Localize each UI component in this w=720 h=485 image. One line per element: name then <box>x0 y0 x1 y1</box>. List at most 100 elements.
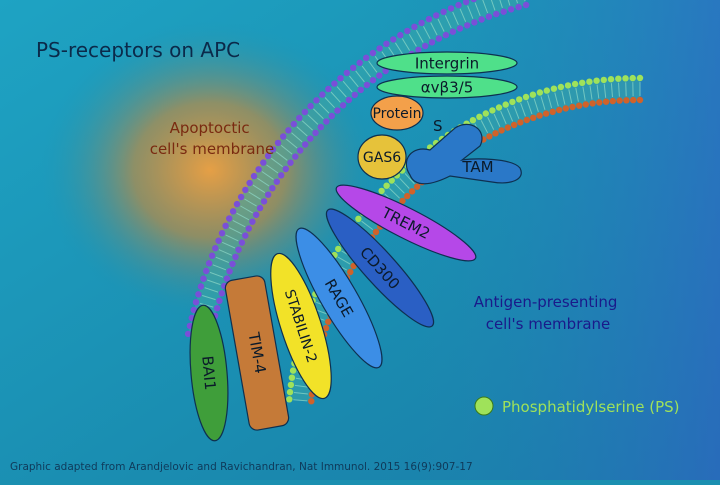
apoptotic-membrane-head-inner <box>589 100 596 107</box>
apc-membrane-head-outer <box>319 91 326 98</box>
apc-membrane-head-outer <box>280 133 287 140</box>
apoptotic-membrane-head-outer <box>607 76 615 83</box>
apc-membrane-head-outer <box>363 54 370 61</box>
apc-membrane-head-outer <box>418 19 425 27</box>
apc-membrane-head-outer <box>190 306 197 314</box>
apoptotic-membrane-head-outer <box>286 388 294 396</box>
apc-membrane-head-inner <box>307 135 314 142</box>
apoptotic-membrane-head-outer <box>469 117 477 124</box>
apc-membrane-head-inner <box>415 46 422 54</box>
page-title: PS-receptors on APC <box>36 38 240 62</box>
apc-membrane-head-outer <box>313 97 320 104</box>
rage-receptor-shape <box>295 227 383 369</box>
gas6-ligand-label: GAS6 <box>363 150 401 166</box>
bai1-receptor-shape <box>189 304 229 442</box>
apoptotic-membrane-head-outer <box>529 91 537 98</box>
protein-s-ligand: Protein <box>370 95 424 131</box>
apc-membrane-head-inner <box>500 8 507 15</box>
stabilin2-receptor-shape <box>270 252 332 400</box>
apc-membrane-head-outer <box>184 330 192 338</box>
apoptotic-membrane-head-inner <box>325 318 332 325</box>
apoptotic-membrane-head-inner <box>408 188 416 195</box>
apc-membrane-head-outer <box>350 64 357 72</box>
apc-membrane-head-outer <box>269 146 277 153</box>
ps-legend-label: Phosphatidylserine (PS) <box>502 398 680 416</box>
apoptotic-membrane-head-outer <box>629 74 636 82</box>
apc-membrane-head-inner <box>345 96 353 104</box>
apc-membrane-head-inner <box>328 112 335 120</box>
apoptotic-membrane-head-inner <box>510 121 518 129</box>
apc-membrane-head-inner <box>422 42 429 50</box>
apoptotic-membrane-head-inner <box>602 98 610 105</box>
apoptotic-membrane-head-outer <box>622 75 629 82</box>
apc-membrane-head-outer <box>233 200 241 208</box>
apc-membrane-head-inner <box>253 211 260 218</box>
apoptotic-membrane-head-outer <box>600 76 607 84</box>
apc-membrane-head-outer <box>197 283 205 290</box>
apc-membrane-head-inner <box>226 268 233 275</box>
apoptotic-membrane-head-inner <box>413 183 421 190</box>
intergrin-receptor-label: Intergrin <box>415 54 479 72</box>
apc-membrane-head-outer <box>331 80 338 87</box>
apc-membrane-head-outer <box>425 15 433 23</box>
apoptotic-membrane-head-outer <box>489 107 496 114</box>
apoptotic-membrane-head-outer <box>550 85 558 92</box>
apc-membrane-head-outer <box>203 267 210 275</box>
apc-membrane-head-outer <box>274 139 282 147</box>
avb-receptor-label: αvβ3/5 <box>421 78 473 96</box>
rage-receptor: RAGE <box>295 227 383 369</box>
protein-s-ligand-label: Protein <box>372 106 421 122</box>
tam-receptor-shape <box>405 123 522 185</box>
apc-membrane-head-inner <box>278 172 285 179</box>
apc-membrane-head-inner <box>214 305 221 312</box>
apoptotic-membrane-head-inner <box>492 130 499 137</box>
apc-membrane-head-inner <box>297 147 304 154</box>
legend: Phosphatidylserine (PS) <box>474 396 680 416</box>
apc-membrane-head-inner <box>312 129 319 136</box>
apc-membrane-head-outer <box>205 260 213 267</box>
apc-membrane-head-outer <box>462 0 470 6</box>
apoptotic-membrane-head-inner <box>523 116 530 124</box>
apc-membrane-head-outer <box>307 102 314 110</box>
apc-membrane-head-inner <box>515 3 522 11</box>
apc-membrane-head-inner <box>223 275 231 282</box>
apc-membrane-head-inner <box>216 297 223 304</box>
apc-membrane-head-outer <box>470 0 477 3</box>
apoptotic-membrane-label: Apoptoctic cell's membrane <box>150 119 275 158</box>
apc-membrane-head-outer <box>229 208 237 215</box>
apoptotic-membrane-head-inner <box>569 103 576 111</box>
apc-membrane-head-outer <box>397 31 404 39</box>
apc-membrane-head-inner <box>369 77 377 84</box>
apc-membrane-head-inner <box>238 239 246 246</box>
bai1-receptor: BAI1 <box>189 304 229 442</box>
apoptotic-membrane-head-outer <box>516 96 523 103</box>
apc-membrane-lipid-tails <box>191 0 526 339</box>
apc-membrane-head-inner <box>260 198 268 205</box>
avb-receptor: αvβ3/5 <box>376 75 518 99</box>
apoptotic-membrane-head-inner <box>404 192 411 200</box>
apc-membrane-head-outer <box>200 275 207 282</box>
apoptotic-membrane-head-outer <box>579 79 586 87</box>
apc-membrane-head-inner <box>292 153 299 160</box>
apc-membrane-head-outer <box>383 40 390 47</box>
apc-membrane-head-inner <box>269 185 276 192</box>
apoptotic-membrane-head-inner <box>609 97 616 105</box>
apoptotic-membrane-head-inner <box>308 398 315 405</box>
apc-membrane-head-inner <box>376 72 383 79</box>
apc-membrane-head-inner <box>478 16 485 23</box>
apoptotic-membrane-head-inner <box>530 114 537 122</box>
apc-membrane-head-inner <box>287 159 294 166</box>
apc-membrane-head-outer <box>325 85 332 93</box>
cd300-receptor-shape <box>325 208 435 328</box>
apc-membrane-head-inner <box>382 67 389 75</box>
gas6-ligand-shape <box>357 134 407 180</box>
apoptotic-membrane-head-outer <box>557 83 565 91</box>
apoptotic-membrane-head-outer <box>289 367 297 374</box>
apc-membrane-head-outer <box>195 291 202 298</box>
apc-membrane-head-outer <box>411 23 418 30</box>
apoptotic-membrane-head-inner <box>347 268 354 276</box>
apc-membrane-head-inner <box>442 31 450 39</box>
apoptotic-membrane-head-outer <box>495 104 503 111</box>
tam-receptor-label: TAM <box>461 158 493 176</box>
